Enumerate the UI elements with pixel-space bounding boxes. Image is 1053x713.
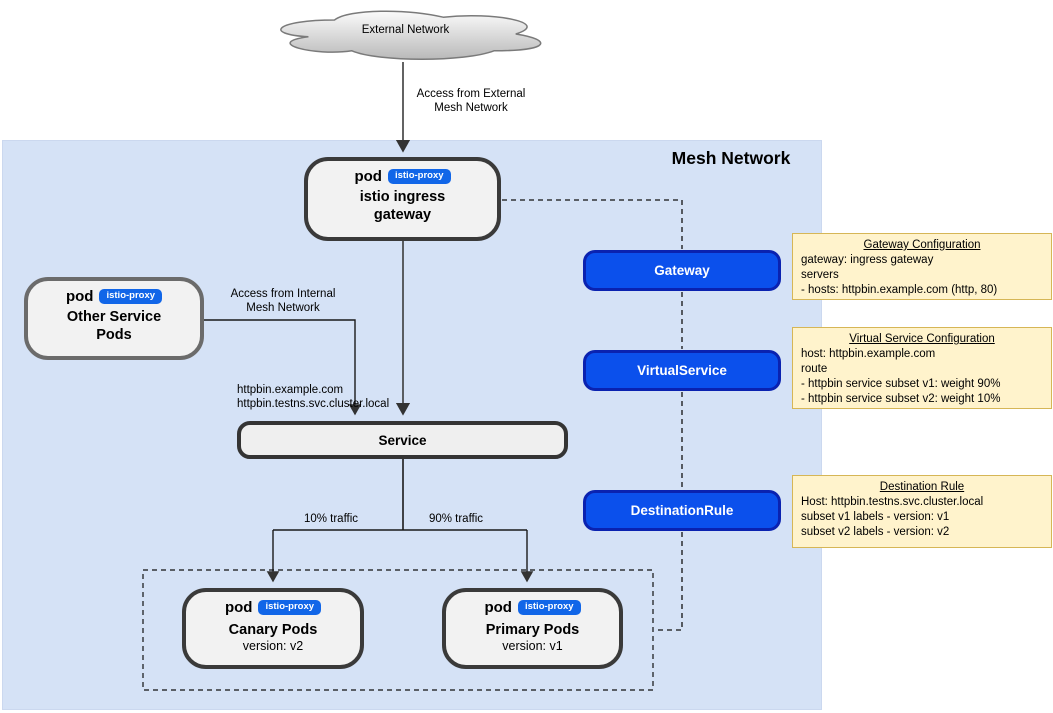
label-traffic-90: 90% traffic: [428, 513, 484, 525]
node-service: Service: [237, 421, 568, 459]
note-title: Virtual Service Configuration: [849, 333, 995, 345]
label-access-external-line2: Mesh Network: [434, 102, 508, 114]
note-destination-rule: Destination Rule Host: httpbin.testns.sv…: [792, 475, 1052, 548]
label-hostname-line2: httpbin.testns.svc.cluster.local: [237, 398, 390, 410]
note-line: route: [801, 363, 828, 375]
label-access-external: Access from External Mesh Network: [400, 87, 542, 115]
label-access-external-line1: Access from External: [416, 88, 526, 100]
label-hostname-line1: httpbin.example.com: [237, 384, 344, 396]
note-line: - httpbin service subset v2: weight 10%: [801, 393, 1001, 405]
note-title: Gateway Configuration: [863, 239, 981, 251]
node-primary-pods: pod istio-proxy Primary Pods version: v1: [442, 588, 623, 669]
note-virtual-service-configuration: Virtual Service Configuration host: http…: [792, 327, 1052, 409]
label-hostnames: httpbin.example.com httpbin.testns.svc.c…: [237, 383, 447, 411]
istio-proxy-badge: istio-proxy: [387, 169, 451, 184]
node-virtualservice-resource: VirtualService: [583, 350, 781, 391]
note-line: subset v1 labels - version: v1: [801, 511, 950, 523]
pod-tag: pod: [224, 599, 253, 616]
pod-header: pod istio-proxy: [224, 599, 322, 616]
pod-version: version: v2: [242, 639, 304, 653]
label-access-internal-line1: Access from Internal: [230, 288, 336, 300]
note-line: Host: httpbin.testns.svc.cluster.local: [801, 496, 984, 508]
node-istio-ingress-gateway-pod: pod istio-proxy istio ingress gateway: [304, 157, 501, 241]
pod-tag: pod: [354, 168, 382, 185]
note-line: servers: [801, 269, 839, 281]
node-destinationrule-resource: DestinationRule: [583, 490, 781, 531]
mesh-network-title: Mesh Network: [671, 148, 791, 168]
pod-tag: pod: [484, 599, 512, 616]
pod-tag: pod: [65, 288, 94, 305]
pod-header: pod istio-proxy: [484, 599, 581, 616]
pod-title: Canary Pods: [228, 622, 318, 638]
note-line: - hosts: httpbin.example.com (http, 80): [801, 284, 998, 296]
node-other-service-pods: pod istio-proxy Other Service Pods: [24, 277, 204, 360]
note-line: - httpbin service subset v1: weight 90%: [801, 378, 1001, 390]
label-access-internal: Access from Internal Mesh Network: [213, 287, 353, 315]
istio-proxy-badge: istio-proxy: [99, 289, 163, 304]
node-gateway-resource: Gateway: [583, 250, 781, 291]
note-line: subset v2 labels - version: v2: [801, 526, 950, 538]
pod-version: version: v1: [502, 639, 563, 653]
istio-proxy-badge: istio-proxy: [258, 600, 322, 615]
istio-proxy-badge: istio-proxy: [517, 600, 581, 615]
note-line: gateway: ingress gateway: [801, 254, 934, 266]
pod-header: pod istio-proxy: [354, 168, 451, 185]
pod-title: Primary Pods: [485, 622, 580, 638]
pod-header: pod istio-proxy: [65, 288, 163, 305]
note-line: host: httpbin.example.com: [801, 348, 936, 360]
external-network-label: External Network: [361, 24, 450, 36]
label-access-internal-line2: Mesh Network: [246, 302, 320, 314]
pod-title: Other Service Pods: [66, 309, 162, 343]
label-traffic-10: 10% traffic: [303, 513, 359, 525]
node-canary-pods: pod istio-proxy Canary Pods version: v2: [182, 588, 364, 669]
pod-title: istio ingress gateway: [359, 189, 446, 223]
note-gateway-configuration: Gateway Configuration gateway: ingress g…: [792, 233, 1052, 300]
note-title: Destination Rule: [879, 481, 965, 493]
